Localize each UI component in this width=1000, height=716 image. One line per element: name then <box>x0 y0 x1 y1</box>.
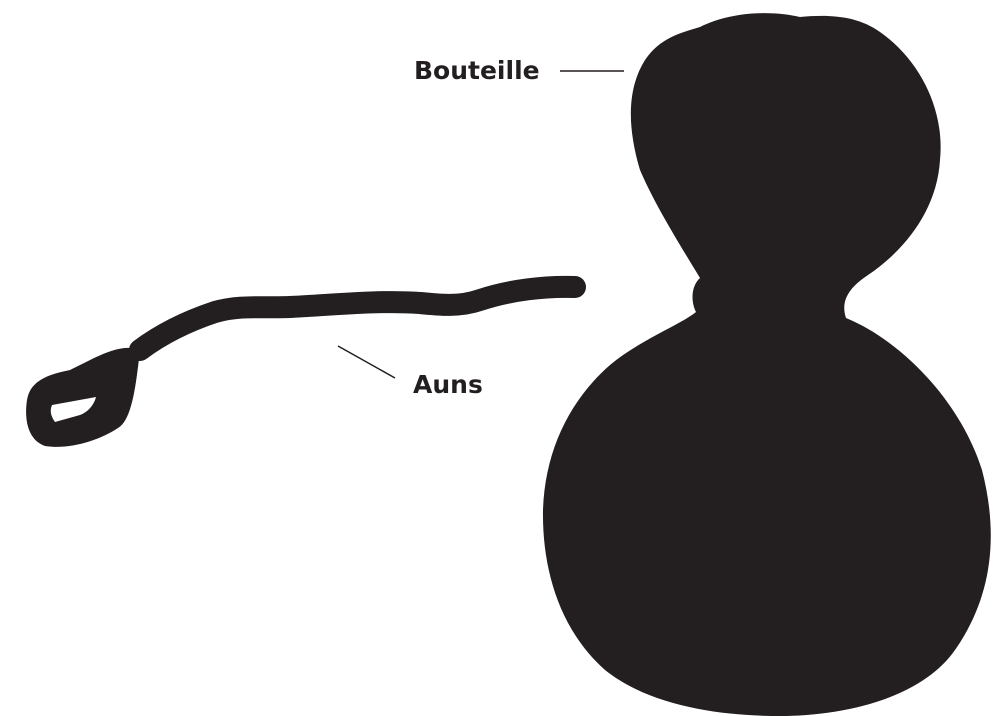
cord-loop <box>26 348 140 447</box>
cord-leader-line <box>338 346 395 378</box>
cord-label: Auns <box>413 372 483 397</box>
bottle-label: Bouteille <box>414 58 540 83</box>
bottle-silhouette <box>543 13 991 716</box>
cord-strand <box>140 287 575 350</box>
cord-silhouette <box>26 282 575 447</box>
bottle-body <box>543 13 991 716</box>
cord-end <box>520 282 572 298</box>
